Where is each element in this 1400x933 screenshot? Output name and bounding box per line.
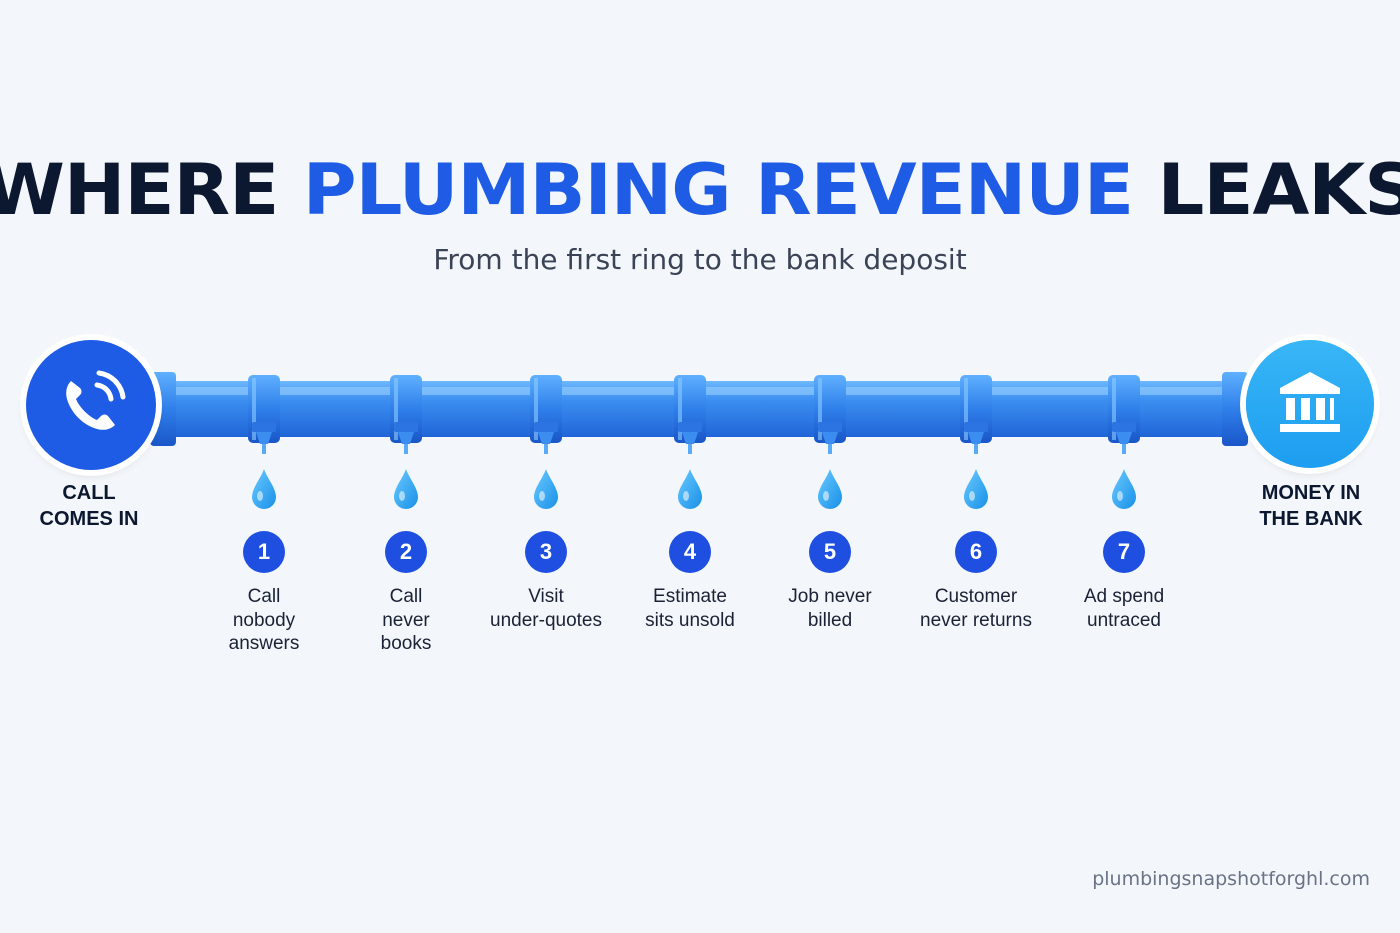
leak-number-badge: 6 — [955, 531, 997, 573]
leak-valve — [534, 422, 558, 432]
leak-label: Job never billed — [788, 586, 872, 631]
water-drop-icon — [964, 469, 988, 509]
leak-label: Ad spend untraced — [1083, 586, 1165, 631]
leak-label: Call nobody answers — [228, 586, 300, 654]
phone-icon — [26, 340, 156, 470]
leak-point-1 — [248, 375, 280, 509]
page-title: WHERE PLUMBING REVENUE LEAKS — [0, 140, 1400, 240]
page-subtitle: From the first ring to the bank deposit — [433, 243, 967, 276]
title-part-1: WHERE — [0, 149, 303, 231]
leak-label: Customer never returns — [920, 586, 1032, 631]
leak-number-badge: 5 — [809, 531, 851, 573]
leak-point-5 — [814, 375, 846, 509]
leak-valve — [678, 422, 702, 432]
water-drop-icon — [818, 469, 842, 509]
leak-point-3 — [530, 375, 562, 509]
leak-point-4 — [674, 375, 706, 509]
leak-valve — [1112, 422, 1136, 432]
leak-valve — [394, 422, 418, 432]
water-drop-icon — [394, 469, 418, 509]
title-highlight: PLUMBING REVENUE — [302, 149, 1134, 231]
leak-point-2 — [390, 375, 422, 509]
leak-label: Visit under-quotes — [490, 586, 602, 631]
leak-number-badge: 2 — [385, 531, 427, 573]
pipe-end-right — [1222, 372, 1248, 446]
leak-number-badge: 3 — [525, 531, 567, 573]
leak-number-badge: 1 — [243, 531, 285, 573]
bank-icon — [1246, 340, 1374, 468]
pipeline — [150, 372, 1248, 509]
water-drop-icon — [534, 469, 558, 509]
pipe-end-left — [150, 372, 176, 446]
water-drop-icon — [678, 469, 702, 509]
leak-label: Estimate sits unsold — [645, 586, 735, 631]
water-drop-icon — [252, 469, 276, 509]
title-part-2: LEAKS — [1132, 149, 1400, 231]
water-drop-icon — [1112, 469, 1136, 509]
leak-number-badge: 4 — [669, 531, 711, 573]
end-label: MONEY IN THE BANK — [1259, 482, 1363, 530]
start-label: CALL COMES IN — [39, 482, 139, 530]
leak-point-6 — [960, 375, 992, 509]
leak-valve — [252, 422, 276, 432]
leak-number-badge: 7 — [1103, 531, 1145, 573]
leak-valve — [818, 422, 842, 432]
leak-valve — [964, 422, 988, 432]
leak-label: Call never books — [380, 586, 432, 654]
footer-url: plumbingsnapshotforghl.com — [1092, 868, 1370, 890]
leak-point-7 — [1108, 375, 1140, 509]
